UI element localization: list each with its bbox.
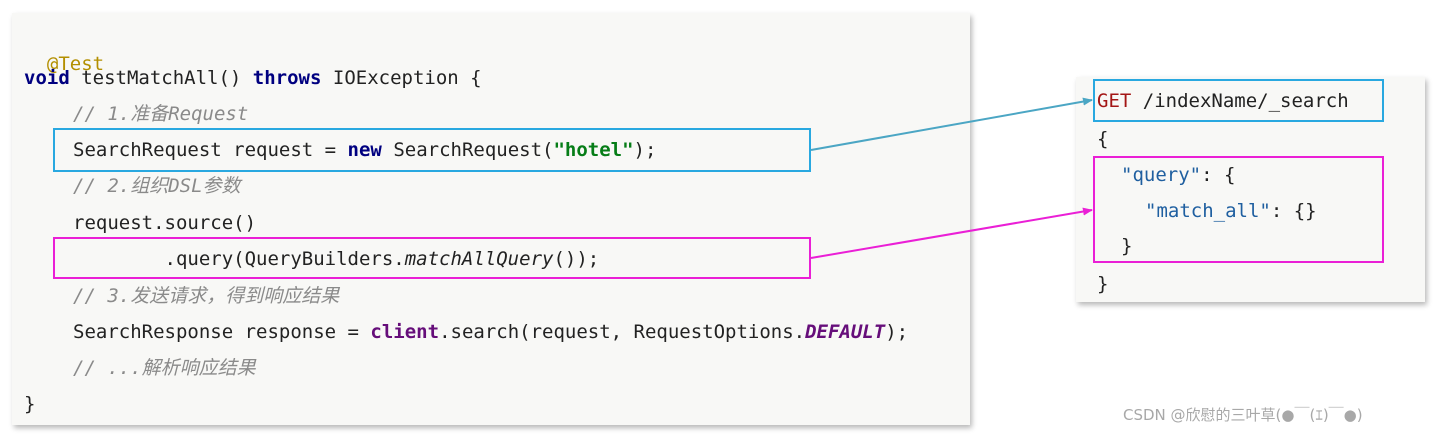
query-key: "query" [1121,164,1202,186]
method-signature: testMatchAll() [69,67,253,89]
arrow-query-to-body [810,207,1093,259]
search-end: ); [885,321,909,343]
java-code-panel [12,13,970,425]
code-line-method-signature: void testMatchAll() throws IOException { [24,67,482,89]
new-keyword: new [347,139,382,161]
response-declaration: SearchResponse response = [73,321,371,343]
match-all-key: "match_all" [1145,200,1271,222]
query-separator: : { [1201,164,1236,186]
highlight-query-body [1093,156,1384,263]
search-call: .search(request, RequestOptions. [439,321,806,343]
match-all-query-method: matchAllQuery [404,248,554,270]
highlight-match-all-query [53,237,811,279]
request-constructor: SearchRequest( [381,139,554,161]
index-name-string: "hotel" [553,139,634,161]
throws-keyword: throws [252,67,322,89]
match-all-value: : {} [1270,200,1317,222]
arrow-request-to-get [810,97,1093,151]
code-comment-prepare-request: // 1.准备Request [73,103,249,125]
code-comment-build-dsl: // 2.组织DSL参数 [73,175,241,197]
code-line-query-call: .query(QueryBuilders.matchAllQuery()); [73,248,600,270]
code-comment-parse-response: // ...解析响应结果 [73,357,256,379]
csdn-watermark: CSDN @欣慰的三叶草(●￣(ｴ)￣●) [1123,406,1363,424]
exception-clause: IOException { [321,67,482,89]
client-field: client [370,321,440,343]
dsl-request-panel [1076,77,1425,302]
dsl-line-open-brace: { [1097,128,1109,150]
default-constant: DEFAULT [805,321,886,343]
request-end: ); [633,139,657,161]
code-line-search-response: SearchResponse response = client.search(… [73,321,908,343]
code-line-closing-brace: } [24,393,36,415]
highlight-search-request [53,128,811,172]
highlight-get-request [1093,79,1384,122]
code-line-search-request: SearchRequest request = new SearchReques… [73,139,656,161]
test-annotation: @Test [46,53,105,75]
dsl-line-outer-close: } [1097,273,1109,295]
code-line-source-call: request.source() [73,212,257,234]
dsl-line-request: GET /indexName/_search [1097,90,1349,112]
query-prefix: .query(QueryBuilders. [73,248,405,270]
query-suffix: ()); [553,248,600,270]
dsl-line-inner-close: } [1121,235,1133,257]
request-endpoint: /indexName/_search [1131,90,1349,112]
void-keyword: void [24,67,70,89]
http-method: GET [1097,90,1132,112]
dsl-line-match-all: "match_all": {} [1145,200,1317,222]
code-comment-send-request: // 3.发送请求，得到响应结果 [73,285,340,307]
code-line-annotation: @Test [24,31,104,75]
dsl-line-query: "query": { [1121,164,1235,186]
request-declaration: SearchRequest request = [73,139,348,161]
